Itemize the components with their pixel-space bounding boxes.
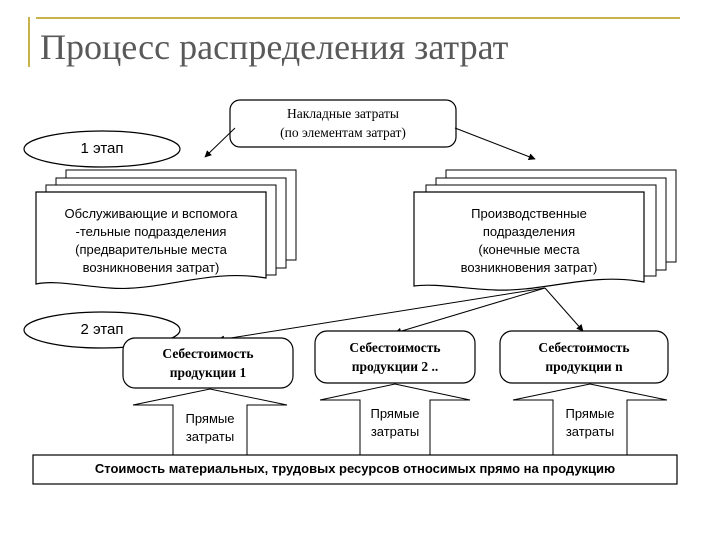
product-2-line-2: продукции 2 .. <box>351 359 439 374</box>
arrow-overhead-service <box>204 127 236 158</box>
overhead-line-1: Накладные затраты <box>287 106 399 121</box>
service-dept-label: Обслуживающие и вспомога -тельные подраз… <box>36 205 266 277</box>
direct-label-n: Прямые затраты <box>553 405 627 441</box>
overhead-line-2: (по элементам затрат) <box>280 125 406 140</box>
production-line-4: возникновения затрат) <box>460 260 598 275</box>
arrow-production-product1 <box>217 287 546 343</box>
direct-arrow-n <box>512 383 668 456</box>
bottom-label: Стоимость материальных, трудовых ресурсо… <box>94 461 616 476</box>
overhead-label: Накладные затраты (по элементам затрат) <box>230 104 456 142</box>
overhead-box <box>229 99 457 148</box>
stage-2-label: 2 этап <box>80 321 124 338</box>
production-line-1: Производственные <box>471 206 587 221</box>
direct-label-1: Прямые затраты <box>173 410 247 446</box>
production-dept-label: Производственные подразделения (конечные… <box>414 205 644 277</box>
service-line-2: -тельные подразделения <box>75 224 227 239</box>
product-2-label: Себестоимость продукции 2 .. <box>315 338 475 376</box>
service-line-4: возникновения затрат) <box>82 260 220 275</box>
production-line-3: (конечные места <box>478 242 580 257</box>
direct-1-line-2: затраты <box>185 429 235 444</box>
service-line-3: (предварительные места <box>75 242 227 257</box>
product-n-label: Себестоимость продукции n <box>500 338 668 376</box>
direct-arrow-2 <box>319 383 471 456</box>
production-line-2: подразделения <box>482 224 576 239</box>
product-2-line-1: Себестоимость <box>349 340 441 355</box>
stage-1-ellipse <box>23 130 181 168</box>
product-1-box <box>122 337 294 389</box>
product-1-label: Себестоимость продукции 1 <box>123 344 293 382</box>
product-n-line-2: продукции n <box>545 359 623 374</box>
bottom-box <box>32 454 678 485</box>
service-dept-stack <box>35 169 297 290</box>
product-1-line-2: продукции 1 <box>169 365 247 380</box>
direct-n-line-1: Прямые <box>565 406 615 421</box>
arrow-overhead-production <box>454 127 536 160</box>
frame-top-line <box>36 17 680 19</box>
service-line-1: Обслуживающие и вспомога <box>64 206 238 221</box>
frame-left-line <box>28 17 30 67</box>
direct-1-line-1: Прямые <box>185 411 235 426</box>
direct-label-2: Прямые затраты <box>360 405 430 441</box>
direct-2-line-1: Прямые <box>370 406 420 421</box>
arrow-production-product2 <box>394 287 546 335</box>
product-n-line-1: Себестоимость <box>538 340 630 355</box>
direct-n-line-2: затраты <box>565 424 615 439</box>
stage-1-label: 1 этап <box>80 140 124 157</box>
direct-arrow-1 <box>132 388 288 456</box>
product-2-box <box>314 330 476 384</box>
product-n-box <box>499 330 669 384</box>
product-1-line-1: Себестоимость <box>162 346 254 361</box>
page-title: Процесс распределения затрат <box>40 27 509 67</box>
production-dept-stack <box>413 169 677 291</box>
direct-2-line-2: затраты <box>370 424 420 439</box>
arrow-production-productn <box>544 287 584 332</box>
